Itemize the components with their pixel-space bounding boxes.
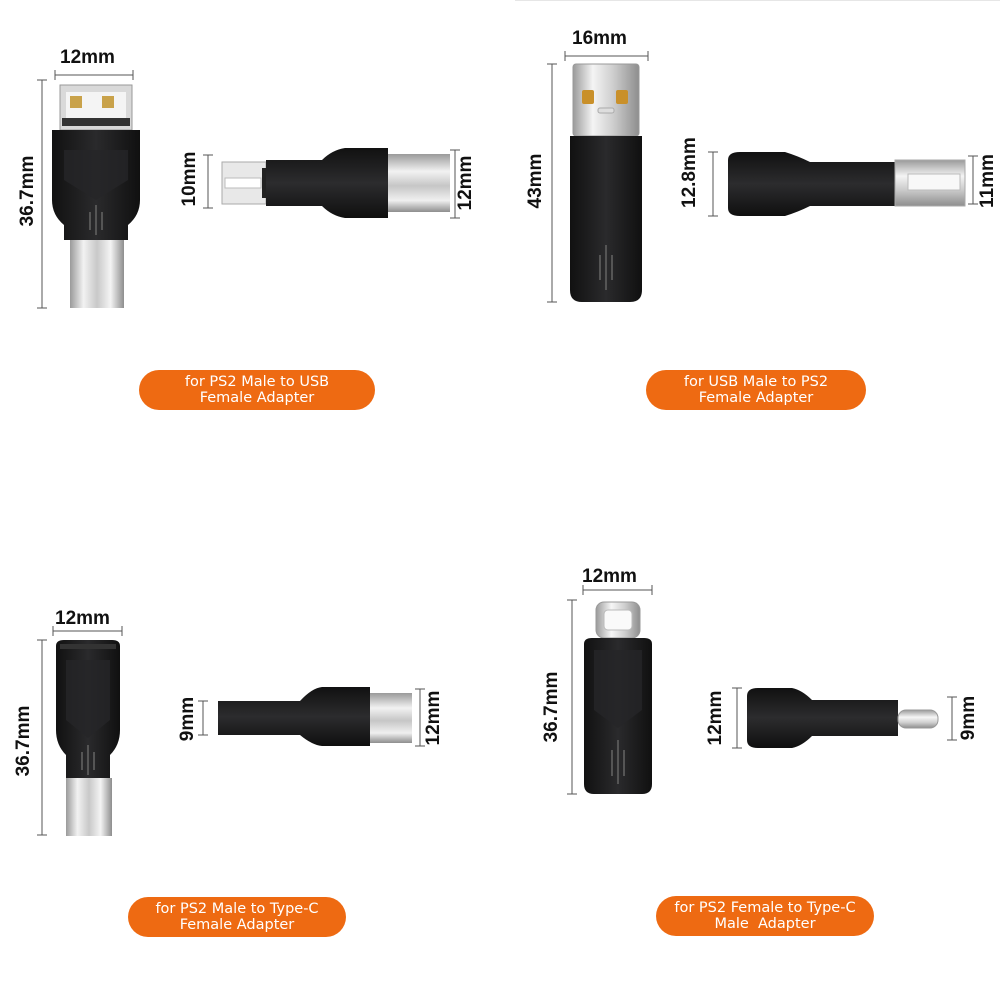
caption-badge: for PS2 Male to Type-C Female Adapter	[128, 897, 346, 937]
caption-line-1: for PS2 Male to USB	[184, 374, 330, 390]
dimension-length: 36.7mm	[541, 671, 562, 743]
panel-ps2-female-to-typec-male: 12mm 36.7mm 12mm 9mm for PS2 Female to T…	[500, 500, 1000, 1000]
panel-ps2-male-to-usb-female: 12mm 36.7mm 10mm 12mm for PS2 Male to US…	[0, 0, 500, 500]
dimension-side-right: 12mm	[423, 690, 444, 746]
caption-badge: for PS2 Female to Type-C Male Adapter	[656, 896, 874, 936]
dimension-length: 43mm	[525, 153, 546, 209]
panel-usb-male-to-ps2-female: 16mm 43mm 12.8mm 11mm for USB Male to PS…	[500, 0, 1000, 500]
panel-ps2-male-to-typec-female: 12mm 36.7mm 9mm 12mm for PS2 Male to Typ…	[0, 500, 500, 1000]
caption-line-1: for USB Male to PS2	[683, 374, 829, 390]
adapter-illustration-2	[547, 51, 978, 303]
dimension-length: 36.7mm	[13, 705, 34, 777]
dimension-width: 12mm	[60, 47, 115, 68]
dimension-width: 16mm	[572, 28, 627, 49]
dimension-side-left: 12.8mm	[679, 137, 700, 208]
caption-line-1: for PS2 Male to Type-C	[155, 901, 319, 917]
caption-badge: for USB Male to PS2 Female Adapter	[646, 370, 866, 410]
dimension-length: 36.7mm	[17, 155, 38, 227]
caption-line-2: Female Adapter	[199, 390, 315, 406]
dimension-side-right: 12mm	[455, 155, 476, 211]
dimension-side-right: 11mm	[977, 154, 998, 208]
dimension-width: 12mm	[582, 566, 637, 587]
dimension-side-left: 10mm	[179, 151, 200, 207]
adapter-illustration-4	[567, 585, 957, 795]
caption-line-2: Female Adapter	[179, 917, 295, 933]
adapter-illustration-3	[37, 626, 425, 836]
caption-line-2: Female Adapter	[698, 390, 814, 406]
caption-badge: for PS2 Male to USB Female Adapter	[139, 370, 375, 410]
caption-line-2: Male Adapter	[714, 916, 816, 932]
dimension-side-right: 9mm	[958, 695, 979, 741]
adapter-illustration-1	[37, 70, 460, 309]
caption-line-1: for PS2 Female to Type-C	[674, 900, 856, 916]
dimension-width: 12mm	[55, 608, 110, 629]
dimension-side-left: 9mm	[177, 696, 198, 742]
top-divider	[515, 0, 1000, 1]
dimension-side-left: 12mm	[705, 690, 726, 746]
